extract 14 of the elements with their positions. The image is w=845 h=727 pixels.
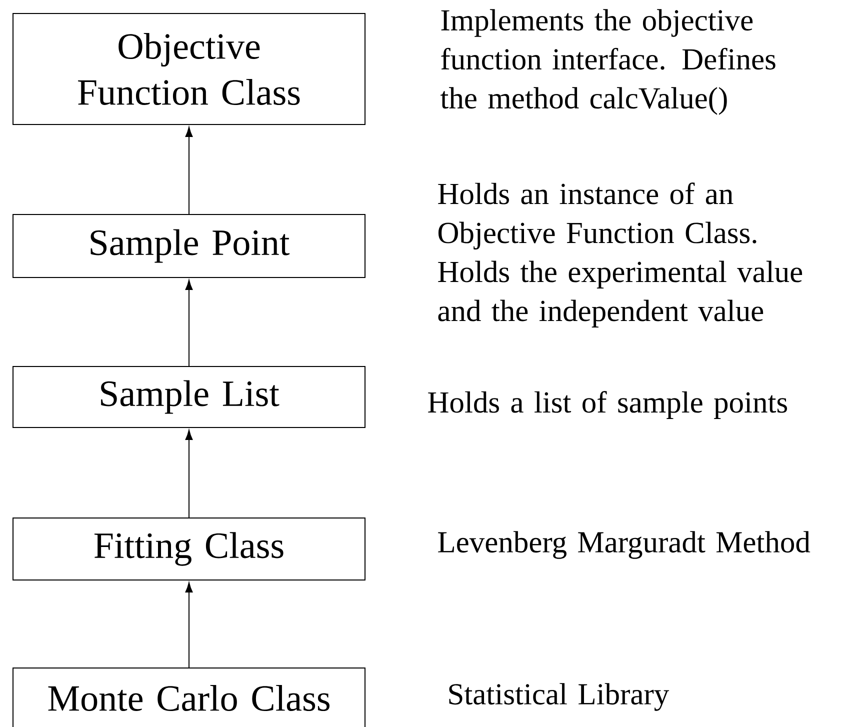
arrow (185, 126, 193, 214)
description-text: Holds an instance of an Objective Function Class. Holds the experimental value and the independent value (438, 182, 802, 328)
description-text: Levenberg Marguradt Method (438, 531, 810, 559)
arrow (185, 430, 193, 518)
arrow (185, 582, 193, 668)
description-text: Statistical Library (449, 683, 670, 711)
class-box: Fitting Class (12, 518, 366, 580)
class-box: Objective Function Class (12, 13, 366, 125)
description-text: Implements the objective function interface. Defines the method calcValue() (440, 9, 776, 115)
description-text: Holds a list of sample points (428, 391, 788, 419)
arrow (185, 280, 193, 366)
class-box: Sample Point (12, 214, 366, 278)
class-box: Sample List (12, 366, 366, 428)
class-box: Monte Carlo Class (12, 668, 366, 727)
